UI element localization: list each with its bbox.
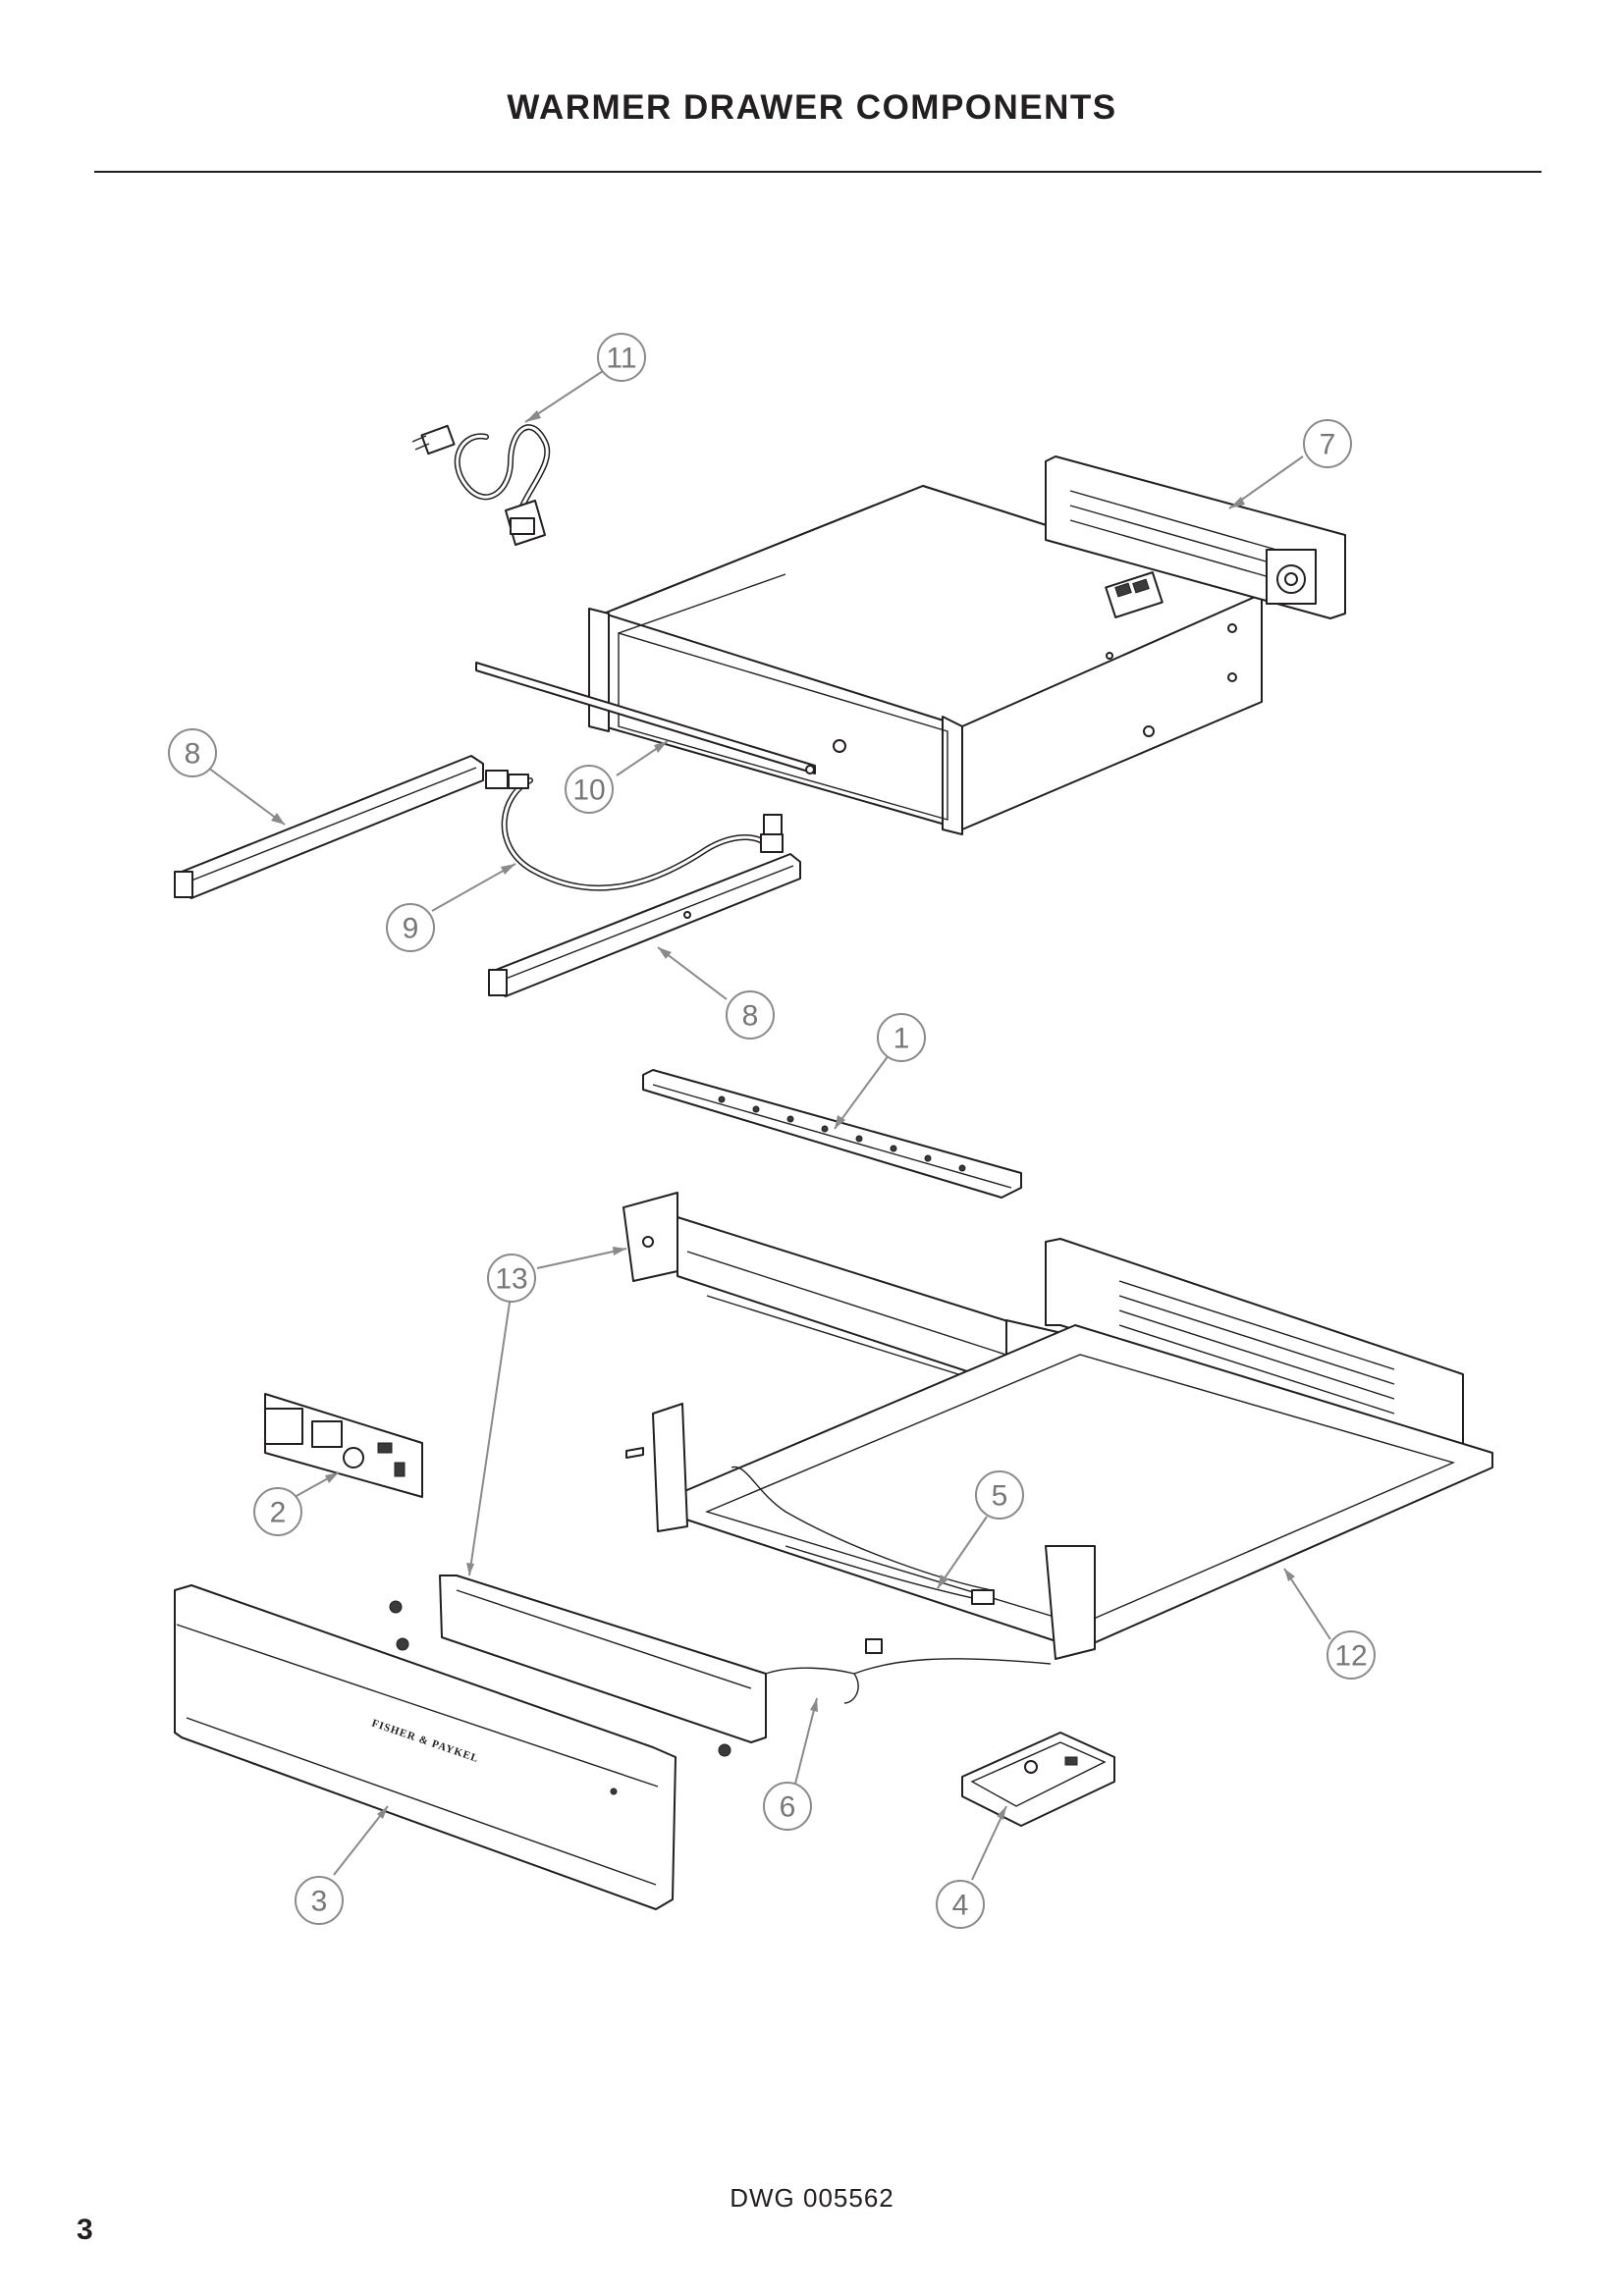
callout-9: 9	[386, 903, 435, 952]
drawer-front-panel: FISHER & PAYKEL	[174, 1584, 677, 1910]
leader-lines	[207, 370, 1331, 1881]
callout-8-right: 8	[726, 990, 775, 1040]
callout-6: 6	[763, 1782, 812, 1831]
title-divider	[94, 171, 1542, 173]
svg-text:10: 10	[572, 774, 605, 807]
thermal-cutout-wire	[785, 1545, 995, 1605]
callout-7: 7	[1303, 419, 1352, 468]
callout-10: 10	[565, 765, 614, 814]
svg-text:7: 7	[1320, 429, 1336, 461]
callout-4: 4	[936, 1880, 985, 1929]
svg-text:8: 8	[185, 738, 201, 771]
callout-13: 13	[487, 1254, 536, 1303]
svg-text:9: 9	[403, 913, 419, 945]
callout-8-left: 8	[168, 728, 217, 777]
svg-text:3: 3	[311, 1886, 328, 1918]
svg-text:8: 8	[742, 1000, 759, 1033]
callout-2: 2	[253, 1487, 302, 1536]
callout-1: 1	[877, 1013, 926, 1062]
callout-3: 3	[295, 1876, 344, 1925]
sensor-wire-harness	[765, 1638, 1052, 1704]
callout-5: 5	[975, 1470, 1024, 1520]
power-circuit-board	[264, 1393, 423, 1498]
svg-text:5: 5	[992, 1480, 1008, 1513]
telescopic-slide-right	[488, 853, 801, 997]
drawer-rail-strip	[475, 662, 816, 774]
inner-fascia-panel	[439, 1575, 767, 1743]
svg-text:13: 13	[495, 1263, 527, 1296]
fan-heater-assembly	[1045, 455, 1346, 619]
svg-text:1: 1	[893, 1023, 910, 1055]
power-cord	[411, 424, 551, 546]
callout-11: 11	[597, 333, 646, 382]
svg-text:11: 11	[606, 343, 636, 375]
drawing-number: DWG 005562	[730, 2183, 894, 2213]
wiring-harness	[485, 770, 784, 891]
control-panel-strip	[642, 1069, 1022, 1199]
outer-frame-back-panel	[625, 1238, 1493, 1660]
controller-base-plate	[961, 1732, 1115, 1827]
svg-text:4: 4	[952, 1890, 969, 1922]
telescopic-slide-left	[174, 755, 484, 899]
svg-text:12: 12	[1334, 1640, 1367, 1673]
page-number: 3	[77, 2214, 93, 2246]
page-title: WARMER DRAWER COMPONENTS	[507, 88, 1117, 127]
svg-text:2: 2	[270, 1497, 287, 1529]
callout-12: 12	[1326, 1630, 1376, 1680]
svg-text:6: 6	[780, 1791, 796, 1824]
